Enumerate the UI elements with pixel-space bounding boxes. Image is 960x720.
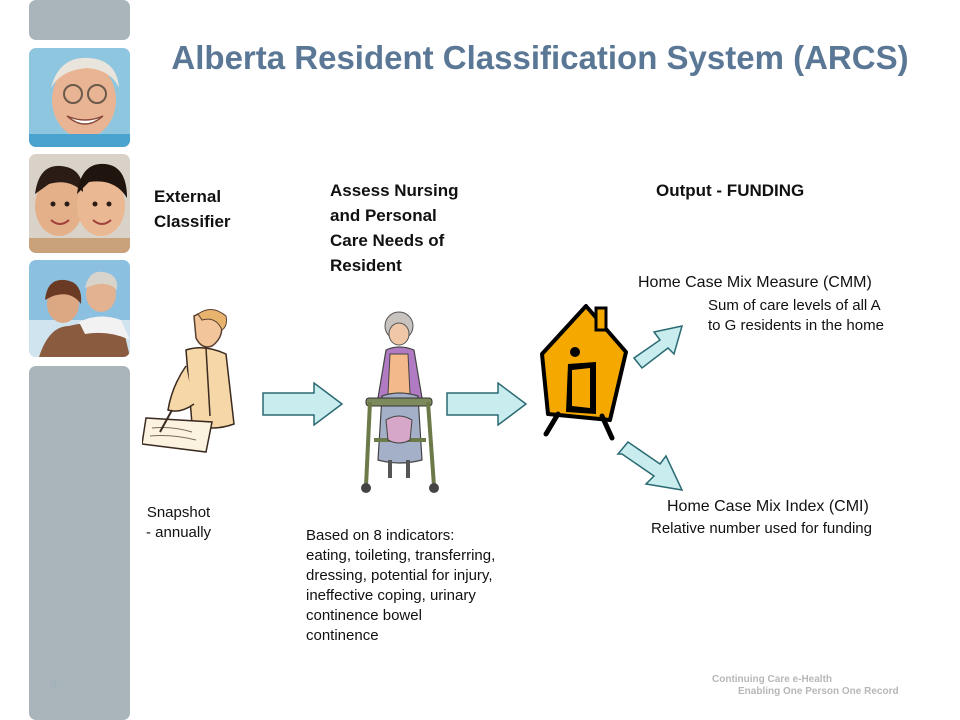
footer-line: Continuing Care e-Health: [712, 674, 833, 685]
arrow-right-1: [262, 381, 344, 431]
arrow-up-right: [630, 322, 686, 383]
arrow-down-right: [616, 438, 684, 499]
footer-branding: Continuing Care e-Health Enabling One Pe…: [712, 674, 899, 698]
cmm-title: Home Case Mix Measure (CMM): [638, 274, 872, 291]
indicators-note: Based on 8 indicators: eating, toileting…: [306, 526, 495, 646]
heading-external-classifier: External Classifier: [154, 184, 231, 234]
sidebar-block-top: [29, 0, 130, 40]
heading-line: Resident: [330, 256, 402, 275]
arrow-right-2: [446, 381, 528, 431]
text-line: continence: [306, 627, 379, 644]
text-line: eating, toileting, transferring,: [306, 547, 496, 564]
cmi-description: Relative number used for funding: [651, 520, 872, 537]
heading-line: and Personal: [330, 206, 437, 225]
heading-assess-needs: Assess Nursing and Personal Care Needs o…: [330, 178, 459, 278]
heading-line: Classifier: [154, 212, 231, 231]
text-line: dressing, potential for injury,: [306, 567, 493, 584]
sidebar-block-bottom: [29, 366, 130, 720]
text-line: - annually: [146, 524, 212, 541]
text-line: continence bowel: [306, 607, 422, 624]
photo-children: [29, 154, 130, 253]
text-line: to G residents in the home: [708, 317, 884, 334]
elderly-woman-walker-clipart: [356, 310, 442, 501]
text-line: ineffective coping, urinary: [306, 587, 476, 604]
text-line: Snapshot: [146, 504, 211, 521]
heading-line: External: [154, 187, 222, 206]
text-line: Sum of care levels of all A: [708, 297, 881, 314]
slide-title: Alberta Resident Classification System (…: [171, 39, 909, 76]
classifier-note: Snapshot - annually: [146, 503, 211, 543]
page-number: 4: [50, 676, 58, 692]
person-writing-clipart: [141, 306, 246, 461]
heading-output-funding: Output - FUNDING: [656, 181, 805, 200]
cartoon-house-clipart: [538, 302, 630, 447]
sidebar: [29, 0, 130, 720]
heading-line: Care Needs of: [330, 231, 445, 250]
cmi-title: Home Case Mix Index (CMI): [667, 498, 869, 515]
photo-couple: [29, 260, 130, 357]
photo-elderly-man: [29, 48, 130, 147]
text-line: Based on 8 indicators:: [306, 527, 455, 544]
cmm-description: Sum of care levels of all A to G residen…: [708, 296, 884, 336]
footer-line: Enabling One Person One Record: [738, 686, 899, 697]
heading-line: Assess Nursing: [330, 181, 459, 200]
